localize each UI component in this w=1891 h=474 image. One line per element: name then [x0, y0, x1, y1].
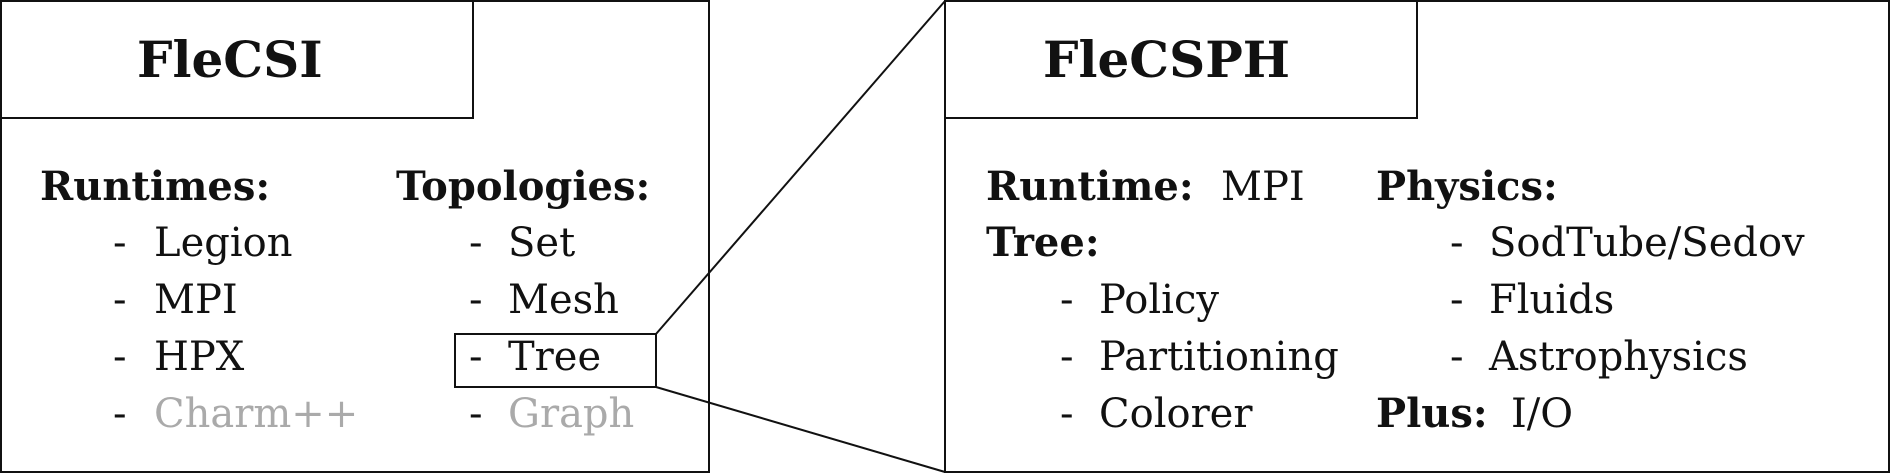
runtime-heading: Runtime:: [986, 163, 1194, 210]
topology-bullet-set: -: [469, 220, 483, 266]
flecsph-title-box: [944, 0, 1418, 119]
tree-heading: Tree:: [986, 219, 1100, 266]
tree-bullet-partitioning: -: [1060, 334, 1074, 380]
flecsi-title-box: [0, 0, 474, 119]
physics-heading: Physics:: [1376, 163, 1558, 210]
zoom-line-bottom: [655, 386, 946, 473]
tree-highlight-box: [454, 333, 657, 388]
runtime-item-charm: Charm++: [154, 391, 359, 437]
topology-bullet-mesh: -: [469, 277, 483, 323]
runtime-bullet-legion: -: [113, 220, 127, 266]
tree-bullet-colorer: -: [1060, 391, 1074, 437]
topology-bullet-tree: -: [469, 334, 483, 380]
flecsi-title: FleCSI: [137, 30, 323, 89]
runtimes-heading: Runtimes:: [40, 163, 271, 210]
tree-item-policy: Policy: [1099, 277, 1219, 323]
tree-item-partitioning: Partitioning: [1099, 334, 1339, 380]
tree-bullet-policy: -: [1060, 277, 1074, 323]
topologies-heading: Topologies:: [396, 163, 651, 210]
physics-item-fluids: Fluids: [1489, 277, 1615, 323]
physics-bullet-fluids: -: [1450, 277, 1464, 323]
runtime-bullet-hpx: -: [113, 334, 127, 380]
runtime-bullet-mpi: -: [113, 277, 127, 323]
runtime-item-mpi: MPI: [154, 277, 238, 323]
topology-item-mesh: Mesh: [508, 277, 619, 323]
zoom-line-top: [655, 0, 946, 335]
flecsph-title: FleCSPH: [1043, 30, 1291, 89]
runtime-bullet-charm: -: [113, 391, 127, 437]
runtime-item-legion: Legion: [154, 220, 293, 266]
runtime-value: MPI: [1221, 164, 1305, 210]
tree-item-colorer: Colorer: [1099, 391, 1253, 437]
physics-item-astrophysics: Astrophysics: [1489, 334, 1748, 380]
plus-value: I/O: [1511, 391, 1574, 437]
runtime-item-hpx: HPX: [154, 334, 245, 380]
plus-heading: Plus:: [1376, 390, 1488, 437]
topology-item-tree: Tree: [508, 334, 602, 380]
physics-bullet-sodtube: -: [1450, 220, 1464, 266]
physics-item-sodtube: SodTube/Sedov: [1489, 220, 1805, 266]
topology-bullet-graph: -: [469, 391, 483, 437]
topology-item-set: Set: [508, 220, 576, 266]
physics-bullet-astrophysics: -: [1450, 334, 1464, 380]
topology-item-graph: Graph: [508, 391, 635, 437]
